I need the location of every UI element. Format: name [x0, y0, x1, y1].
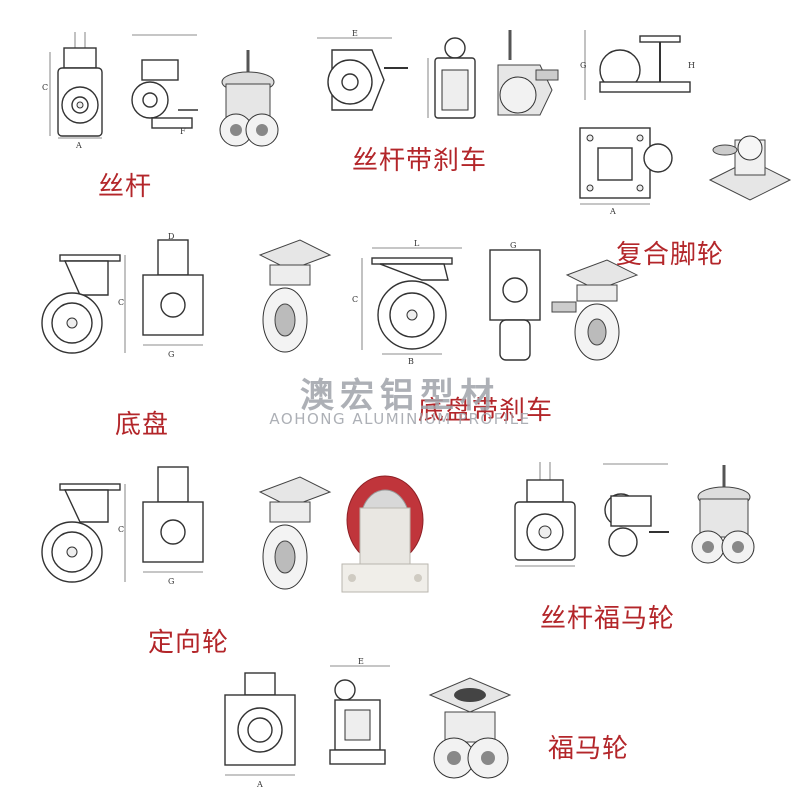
svg-text:C: C: [118, 525, 124, 534]
fuma-front-drawing: A: [224, 672, 296, 789]
plate-3d-render: [258, 239, 332, 353]
threaded-fuma-3d-render: [691, 465, 755, 564]
watermark-cn: 澳宏铝型材: [300, 376, 500, 416]
label-fixed: 定向轮: [148, 628, 230, 658]
svg-text:E: E: [352, 29, 358, 38]
fixed-side-drawing: C: [41, 483, 126, 583]
threaded-fuma-side-drawing: [603, 463, 669, 557]
threaded-brake-caster-group: E: [312, 29, 562, 140]
watermark-en: AOHONG ALUMINIUM PROFILE: [269, 410, 531, 428]
fuma-caster-group: A E: [215, 657, 535, 795]
svg-text:G: G: [168, 577, 174, 586]
threaded-side-view-drawing: F: [131, 34, 198, 136]
svg-text:A: A: [256, 780, 263, 789]
label-plate-brake: 底盘带刹车: [418, 396, 554, 426]
composite-foot-top-drawing: A: [579, 127, 673, 216]
plate-brake-caster-group: L C B G: [352, 239, 642, 370]
svg-text:C: C: [118, 298, 124, 307]
plate-brake-side-drawing: L C B: [352, 239, 462, 366]
svg-text:H: H: [688, 61, 695, 70]
svg-text:A: A: [609, 207, 616, 216]
fixed-front-drawing: G: [142, 466, 204, 586]
svg-text:G: G: [168, 350, 174, 359]
fuma-side-drawing: E: [329, 657, 390, 765]
threaded-brake-3d-render: [497, 30, 559, 116]
threaded-brake-front-drawing: [427, 37, 476, 119]
threaded-fuma-front-drawing: [514, 462, 576, 567]
svg-text:D: D: [168, 232, 174, 241]
fuma-3d-render: [428, 677, 512, 779]
plate-side-drawing: C: [41, 254, 126, 354]
plate-brake-front-drawing: G: [489, 241, 541, 361]
threaded-3d-render: [219, 50, 279, 147]
svg-text:G: G: [580, 61, 586, 70]
fixed-caster-photo: [341, 475, 429, 593]
threaded-fuma-caster-group: [505, 455, 800, 575]
svg-text:L: L: [414, 239, 420, 248]
plate-caster-group: C G D: [30, 232, 350, 365]
label-threaded: 丝杆: [98, 172, 153, 202]
label-fuma: 福马轮: [548, 734, 630, 764]
composite-foot-3d-render: [708, 135, 792, 201]
plate-brake-3d-render: [551, 259, 639, 361]
svg-text:E: E: [358, 657, 364, 666]
threaded-brake-side-drawing: E: [317, 29, 408, 111]
fixed-3d-render: [258, 476, 332, 590]
label-threaded-brake: 丝杆带刹车: [352, 146, 488, 176]
svg-text:C: C: [352, 295, 358, 304]
svg-text:B: B: [408, 357, 414, 366]
label-composite-foot: 复合脚轮: [616, 240, 725, 270]
fixed-caster-group: C G: [30, 462, 470, 602]
svg-text:G: G: [510, 241, 516, 250]
svg-text:F: F: [180, 127, 186, 136]
plate-front-drawing: G D: [142, 232, 204, 359]
svg-text:A: A: [75, 141, 82, 150]
svg-text:C: C: [42, 83, 48, 92]
threaded-front-view-drawing: CA: [42, 32, 103, 150]
label-plate: 底盘: [115, 410, 170, 440]
label-threaded-fuma: 丝杆福马轮: [540, 604, 676, 634]
